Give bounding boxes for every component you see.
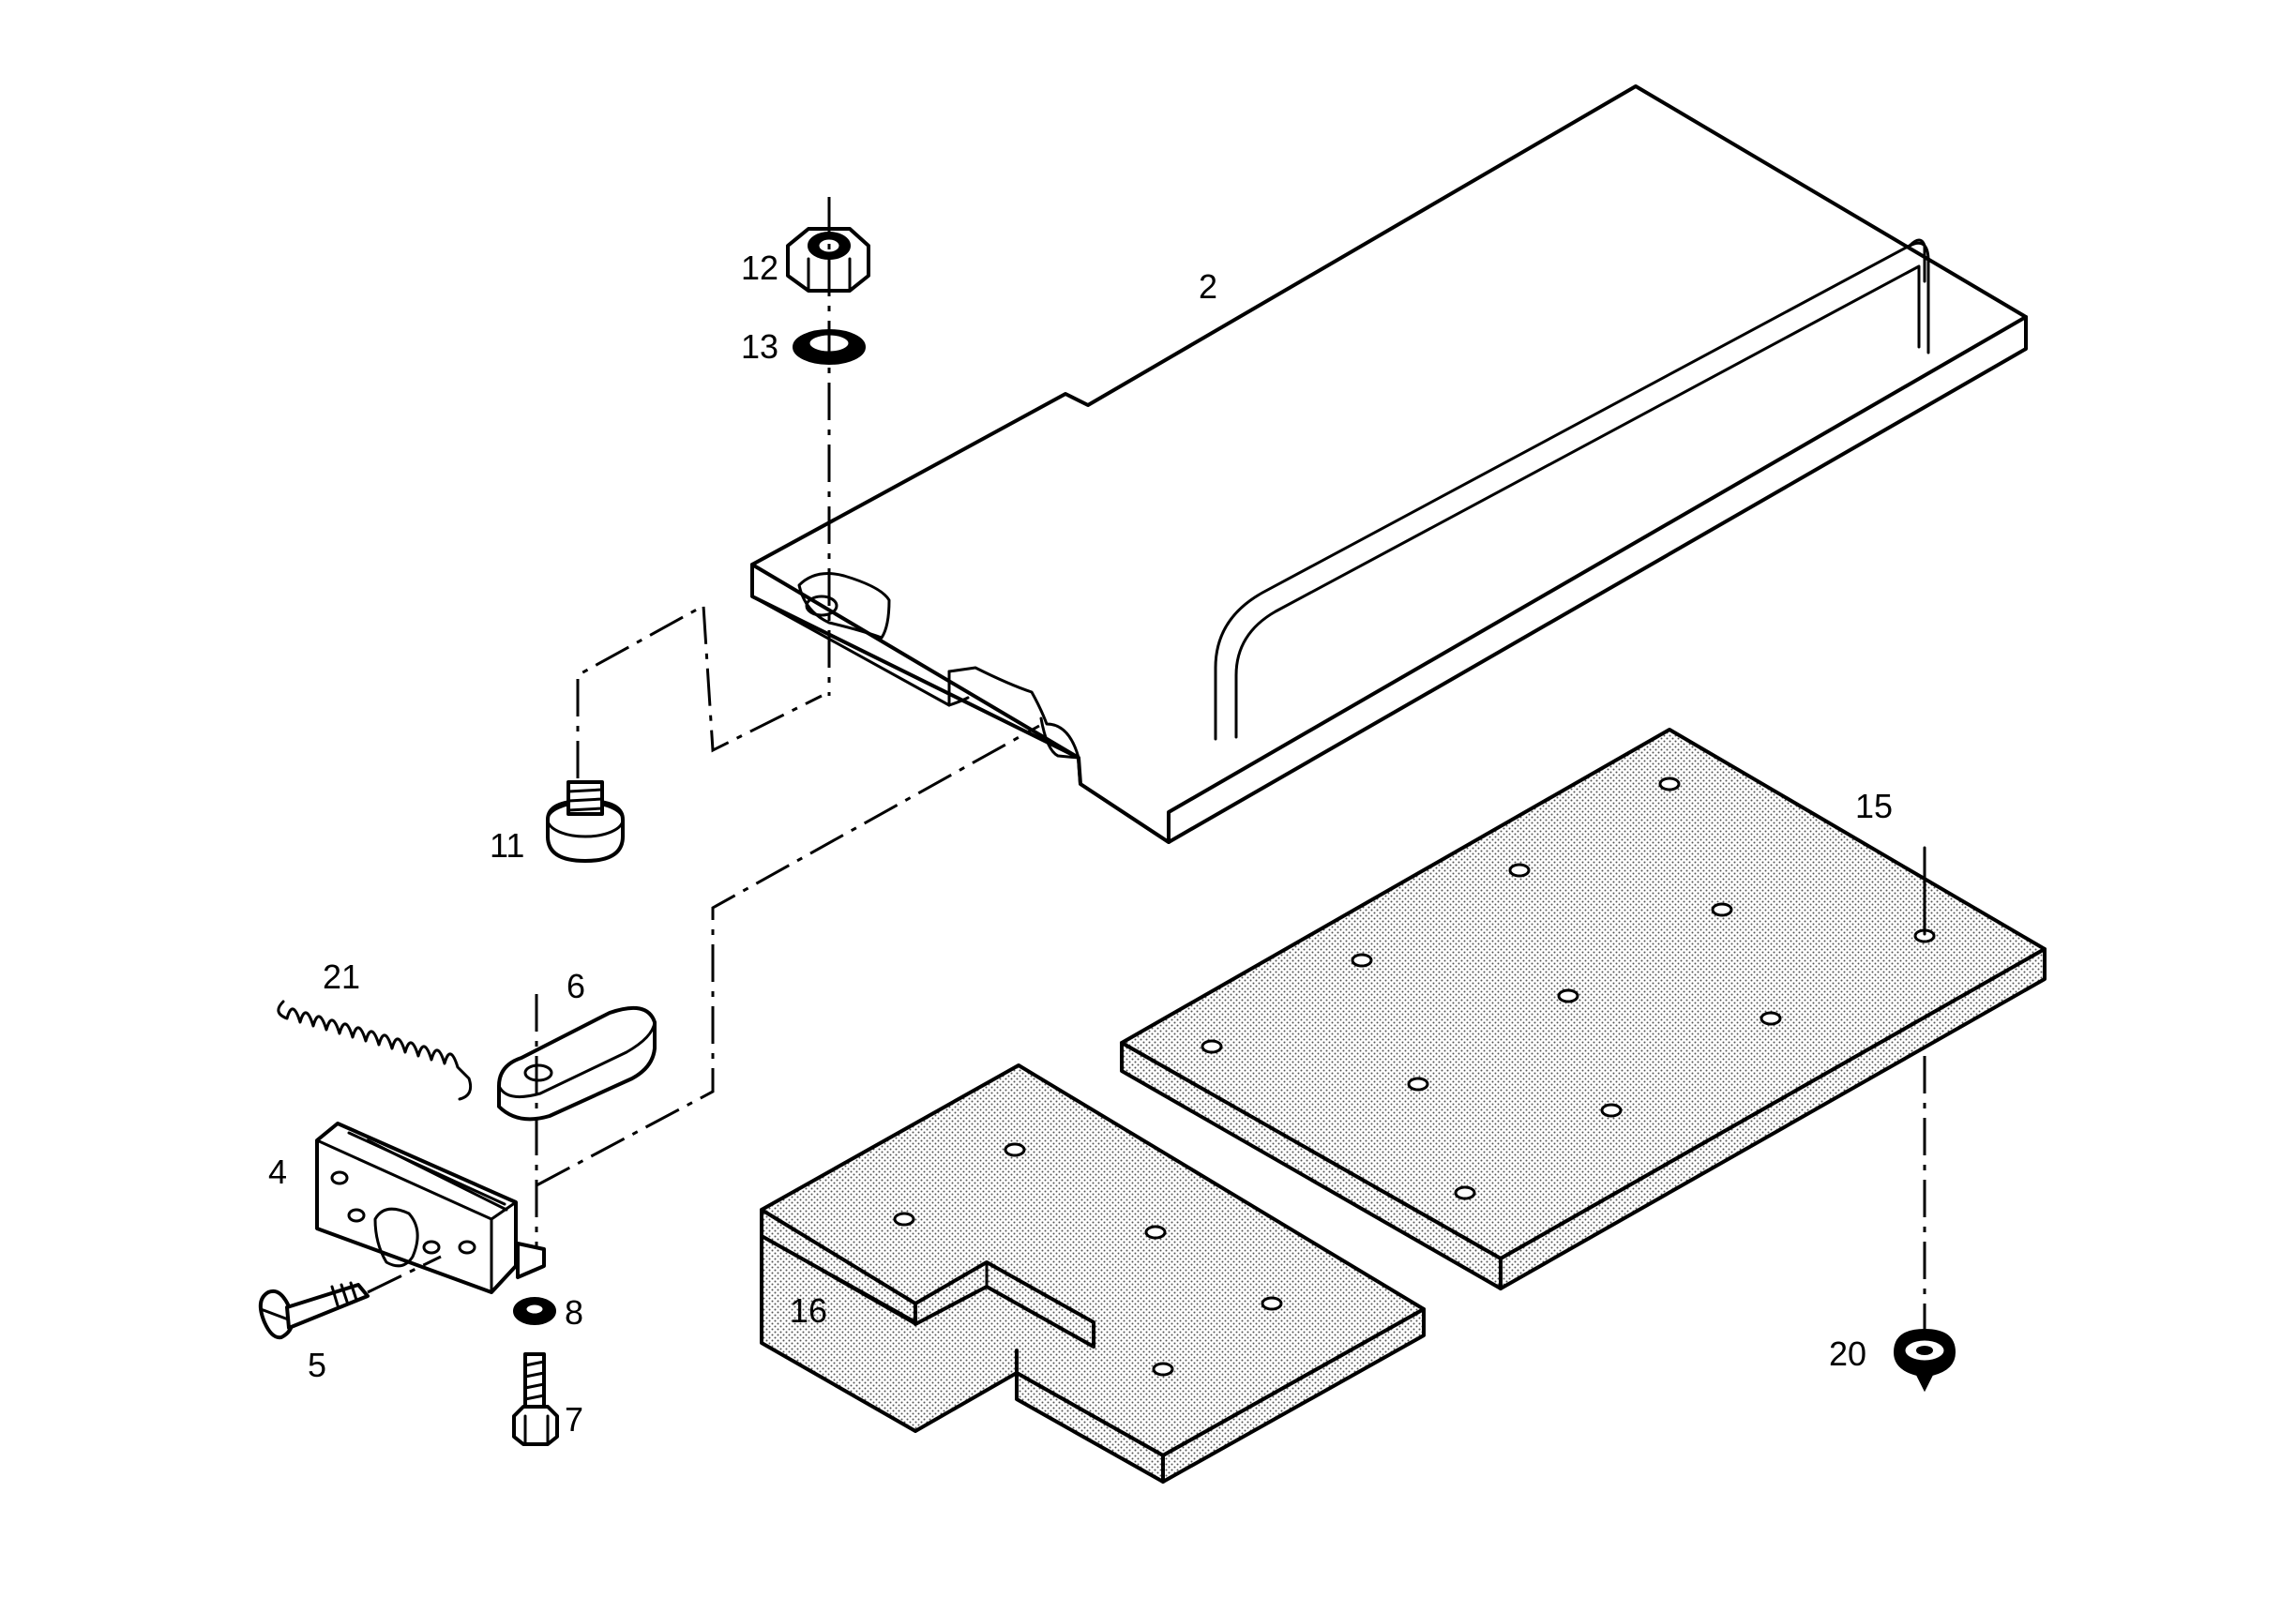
pad-part-15 <box>1120 728 2047 1290</box>
label-part-11: 11 <box>490 826 524 865</box>
assembly-axis-latch <box>536 724 1040 1187</box>
foot-part-20 <box>1893 1328 1956 1393</box>
screw-part-5 <box>258 1255 442 1340</box>
label-part-5: 5 <box>308 1346 326 1384</box>
label-part-20: 20 <box>1829 1334 1866 1373</box>
label-part-12: 12 <box>741 249 778 287</box>
pad-part-16 <box>760 1063 1426 1484</box>
bolt-part-7 <box>512 1352 559 1446</box>
label-part-7: 7 <box>565 1400 583 1439</box>
cover-plate <box>750 84 2028 844</box>
assembly-axis-screw-11 <box>576 603 823 778</box>
label-part-8: 8 <box>565 1293 583 1332</box>
label-part-15: 15 <box>1855 787 1893 825</box>
label-part-6: 6 <box>566 967 585 1005</box>
slide-block-part-6 <box>497 1005 657 1122</box>
label-part-4: 4 <box>268 1153 287 1191</box>
screw-part-11 <box>546 780 625 863</box>
label-part-16: 16 <box>790 1291 827 1330</box>
label-part-2: 2 <box>1199 267 1217 306</box>
spring-part-21 <box>277 1000 473 1101</box>
latch-housing-part-4 <box>315 1122 546 1294</box>
label-part-13: 13 <box>741 327 778 366</box>
washer-part-8 <box>513 1297 556 1325</box>
label-part-21: 21 <box>323 957 360 996</box>
